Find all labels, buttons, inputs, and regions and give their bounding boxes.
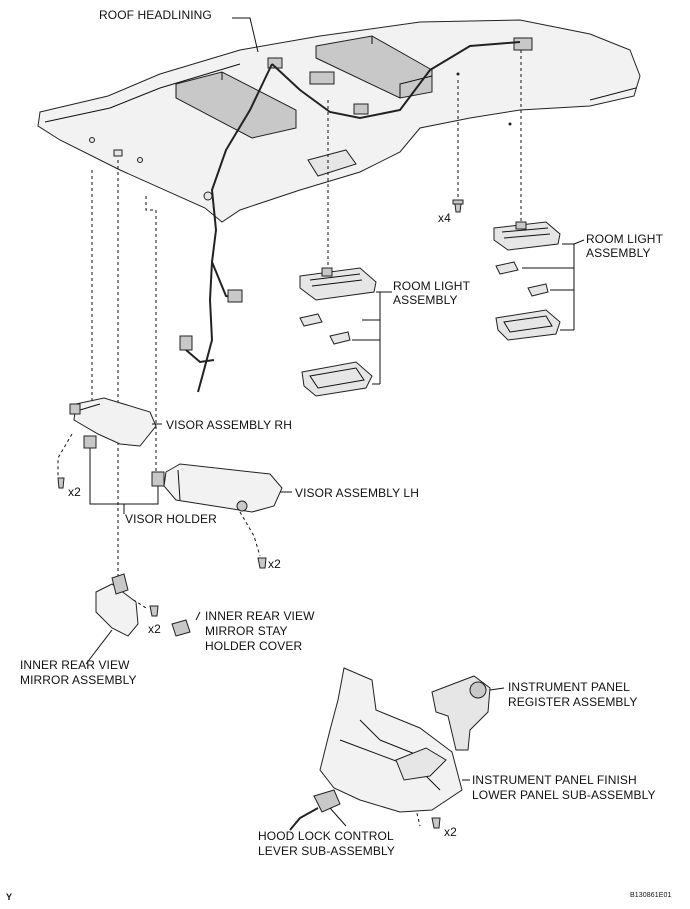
figure-code: B130861E01 (630, 892, 672, 899)
qty-visor-lh-screws: x2 (268, 557, 281, 571)
qty-roof-clips: x4 (438, 211, 451, 225)
roof-clip (452, 199, 464, 213)
room-light-assembly-right (493, 221, 585, 341)
label-visor-lh: VISOR ASSEMBLY LH (295, 486, 419, 500)
qty-finish-panel-screws: x2 (444, 825, 457, 839)
label-mirror-assembly-line1: INNER REAR VIEW (20, 658, 130, 672)
label-room-light-right-line1: ROOM LIGHT (586, 232, 664, 246)
label-room-light-center-line2: ASSEMBLY (393, 293, 458, 307)
visor-rh-screw (57, 477, 65, 489)
visor-holder (83, 435, 165, 512)
label-mirror-cover-line3: HOLDER COVER (205, 639, 303, 653)
qty-mirror-screws: x2 (148, 622, 161, 636)
visor-lh-screw (257, 557, 267, 569)
label-hood-lock-line1: HOOD LOCK CONTROL (258, 829, 394, 843)
wire-harness (179, 41, 521, 393)
leader-lines (123, 17, 259, 621)
label-mirror-cover-line1: INNER REAR VIEW (205, 609, 315, 623)
label-hood-lock-line2: LEVER SUB-ASSEMBLY (258, 844, 395, 858)
label-mirror-assembly-line2: MIRROR ASSEMBLY (20, 673, 137, 687)
label-room-light-center-line1: ROOM LIGHT (393, 279, 471, 293)
label-visor-rh: VISOR ASSEMBLY RH (166, 418, 292, 432)
instrument-panel-register-assembly (431, 675, 505, 751)
visor-assembly-rh (69, 397, 162, 447)
label-finish-panel-line2: LOWER PANEL SUB-ASSEMBLY (472, 788, 656, 802)
hood-lock-control-lever (289, 789, 347, 831)
label-room-light-right-line2: ASSEMBLY (586, 246, 651, 260)
qty-visor-rh-screws: x2 (68, 485, 81, 499)
label-register-line1: INSTRUMENT PANEL (508, 680, 630, 694)
label-register-line2: REGISTER ASSEMBLY (508, 695, 638, 709)
label-finish-panel-line1: INSTRUMENT PANEL FINISH (472, 773, 637, 787)
label-mirror-cover-line2: MIRROR STAY (205, 624, 288, 638)
label-roof-headlining: ROOF HEADLINING (99, 8, 212, 22)
roof-headlining (37, 19, 641, 223)
label-visor-holder: VISOR HOLDER (125, 512, 217, 526)
inner-rear-view-mirror-assembly (85, 573, 191, 665)
instrument-panel-finish-lower-panel (319, 667, 470, 829)
corner-mark: Y (6, 892, 13, 902)
visor-assembly-lh (163, 463, 292, 513)
room-light-assembly-center (299, 267, 392, 397)
